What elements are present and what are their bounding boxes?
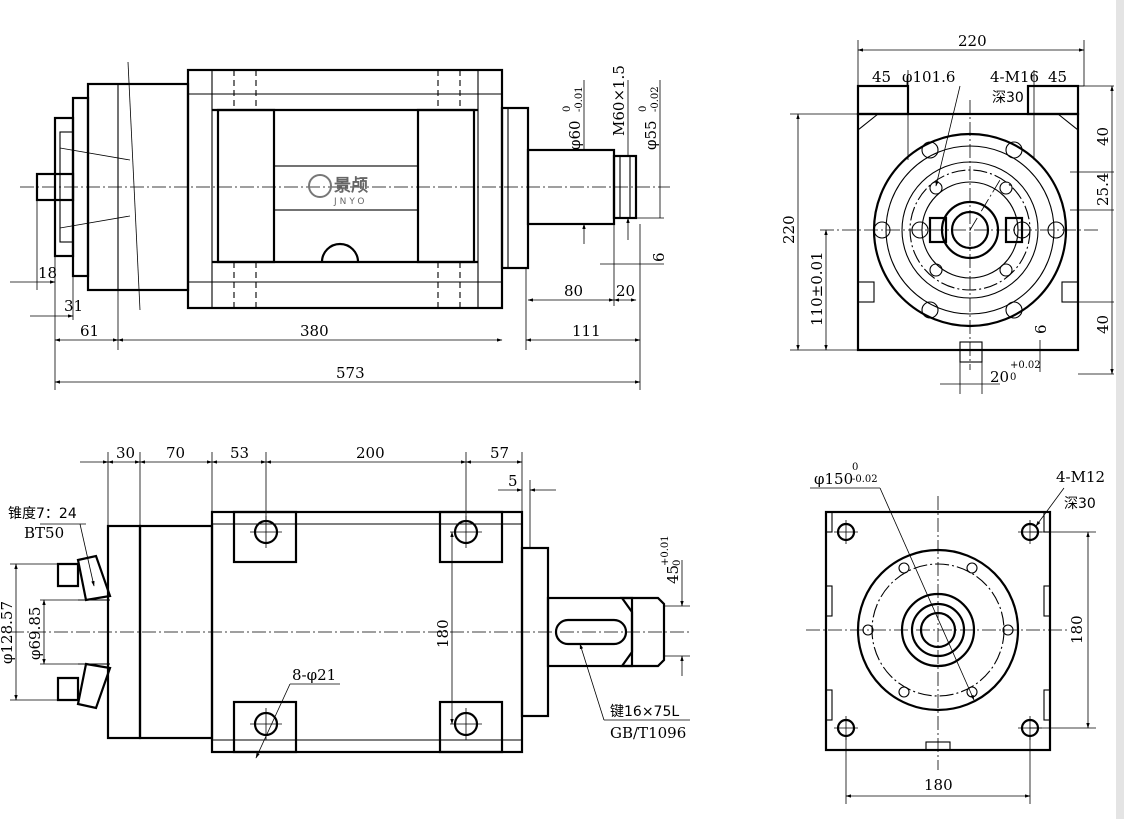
dim-61: 61 xyxy=(80,322,99,340)
dim-200: 200 xyxy=(356,444,385,462)
hole-depth-flange: 深30 xyxy=(1064,496,1096,512)
hole-depth-front: 深30 xyxy=(992,90,1024,106)
thread-label: M60×1.5 xyxy=(610,65,628,136)
center-height: 110±0.01 xyxy=(808,251,826,326)
svg-text:+0.01: +0.01 xyxy=(660,535,671,566)
svg-text:-0.02: -0.02 xyxy=(650,86,661,112)
key-height-label: 45 +0.01 0 xyxy=(660,535,683,584)
flange-bolt-holes xyxy=(862,562,1014,698)
key-label: 键16×75L xyxy=(610,704,679,720)
front-view xyxy=(820,84,1100,370)
front-view-dims xyxy=(790,40,1114,394)
dim-45a: 45 xyxy=(872,68,891,86)
logo-cn: 景颅 xyxy=(334,176,368,196)
dim-20: 20 xyxy=(616,282,635,300)
logo: 景颅 JNYO xyxy=(308,174,368,207)
pilot-dia-label: φ150 0 -0.02 xyxy=(814,462,878,488)
dim-180-h: 180 xyxy=(924,776,953,794)
dim-573: 573 xyxy=(336,364,365,382)
shaft-dia-label: φ60 0 -0.01 xyxy=(562,86,585,150)
dim-80: 80 xyxy=(564,282,583,300)
dim-18: 18 xyxy=(38,264,57,282)
svg-text:0: 0 xyxy=(1010,372,1016,383)
dim-220-h: 220 xyxy=(780,215,798,244)
dim-25-4: 25.4 xyxy=(1094,173,1112,206)
key-std: GB/T1096 xyxy=(610,724,686,742)
svg-text:0: 0 xyxy=(638,106,649,112)
dim-6-front: 6 xyxy=(1032,324,1050,334)
svg-text:φ60: φ60 xyxy=(566,120,584,150)
svg-text:-0.02: -0.02 xyxy=(852,474,878,485)
dim-57: 57 xyxy=(490,444,509,462)
scrollbar[interactable] xyxy=(1116,0,1124,819)
key-width-label: 20 +0.02 0 xyxy=(990,360,1041,386)
dim-40b: 40 xyxy=(1094,315,1112,334)
dim-180-top: 180 xyxy=(434,619,452,648)
dim-380: 380 xyxy=(300,322,329,340)
flange-view-dims xyxy=(810,487,1096,804)
dim-111: 111 xyxy=(572,322,601,340)
dim-180-v: 180 xyxy=(1068,615,1086,644)
holes-m12: 4-M12 xyxy=(1056,468,1105,486)
top-view xyxy=(10,510,690,754)
dim-5: 5 xyxy=(508,472,518,490)
svg-text:0: 0 xyxy=(852,462,858,473)
logo-icon xyxy=(308,174,332,198)
svg-text:-0.01: -0.01 xyxy=(574,86,585,112)
dim-40a: 40 xyxy=(1094,127,1112,146)
mount-holes-top xyxy=(250,516,482,740)
top-view-dims xyxy=(10,452,690,759)
dim-31: 31 xyxy=(64,297,83,315)
flange-view xyxy=(806,496,1070,770)
pcd-label: φ101.6 xyxy=(902,68,955,86)
svg-text:φ150: φ150 xyxy=(814,470,853,488)
side-view xyxy=(20,61,670,311)
mount-holes-label: 8-φ21 xyxy=(292,666,336,684)
svg-text:0: 0 xyxy=(562,106,573,112)
holes-m16: 4-M16 xyxy=(990,68,1039,86)
svg-text:45: 45 xyxy=(664,565,682,584)
taper-std: BT50 xyxy=(24,524,64,542)
svg-text:20: 20 xyxy=(990,368,1009,386)
taper-label: 锥度7：24 xyxy=(8,506,77,522)
bolt-heads-front xyxy=(873,141,1065,319)
dim-220-w: 220 xyxy=(958,32,987,50)
dim-6-side: 6 xyxy=(650,252,668,262)
svg-text:0: 0 xyxy=(672,560,683,566)
dim-53: 53 xyxy=(230,444,249,462)
shaft-dia2-label: φ55 0 -0.02 xyxy=(638,86,661,150)
dim-45b: 45 xyxy=(1048,68,1067,86)
dim-70: 70 xyxy=(166,444,185,462)
logo-en: JNYO xyxy=(333,197,367,207)
dia-128: φ128.57 xyxy=(0,601,16,664)
svg-text:+0.02: +0.02 xyxy=(1010,360,1041,371)
side-view-dims xyxy=(10,80,664,390)
dia-69: φ69.85 xyxy=(26,607,44,660)
dim-30: 30 xyxy=(116,444,135,462)
svg-text:φ55: φ55 xyxy=(642,120,660,150)
